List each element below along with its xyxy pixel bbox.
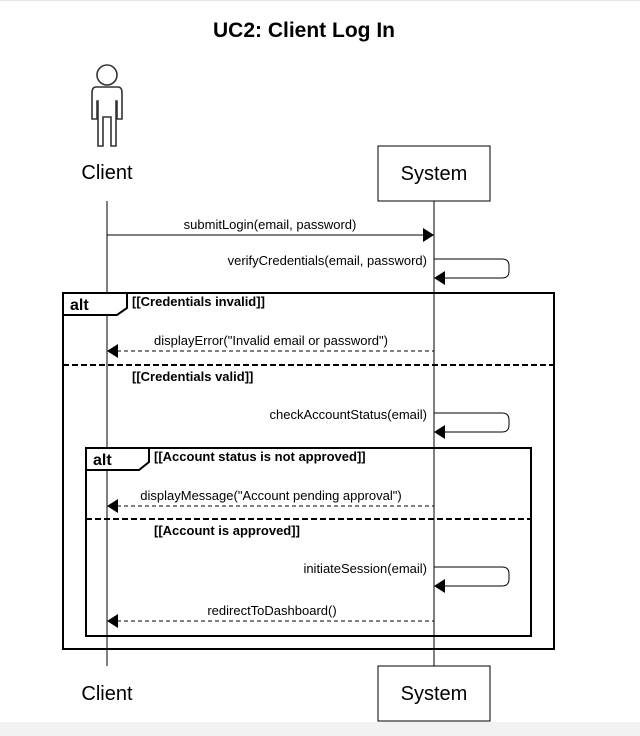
participant-system-top: System [401, 163, 468, 185]
arrowhead [434, 579, 445, 593]
guard-account-approved: [[Account is approved]] [154, 523, 300, 538]
arrowhead [434, 271, 445, 285]
message-label: displayMessage("Account pending approval… [140, 488, 401, 503]
alt-operator-outer: alt [70, 297, 89, 314]
diagram-title: UC2: Client Log In [213, 19, 395, 42]
alt-label-tab-outer [62, 292, 128, 316]
participant-system-bottom: System [401, 683, 468, 705]
alt-fragment-outer [62, 292, 555, 650]
alt-label-tab-inner [85, 447, 150, 471]
guard-credentials-invalid: [[Credentials invalid]] [132, 294, 265, 309]
guard-account-not-approved: [[Account status is not approved]] [154, 449, 366, 464]
participant-client-top: Client [81, 162, 133, 184]
arrowhead [107, 344, 118, 358]
participant-system-box-bottom [377, 665, 491, 722]
alt-operator-inner: alt [93, 452, 112, 469]
message-label: verifyCredentials(email, password) [228, 253, 427, 268]
message-label: submitLogin(email, password) [184, 217, 357, 232]
arrowhead [107, 614, 118, 628]
message-label: initiateSession(email) [303, 561, 427, 576]
alt-fragment-inner [85, 447, 532, 637]
participant-client-bottom: Client [81, 683, 133, 705]
message-label: redirectToDashboard() [207, 603, 336, 618]
self-message-arrow [434, 258, 510, 279]
arrowhead [434, 425, 445, 439]
self-message-arrow [434, 566, 510, 587]
guard-credentials-valid: [[Credentials valid]] [132, 369, 253, 384]
message-label: checkAccountStatus(email) [269, 407, 427, 422]
arrowhead [423, 228, 434, 242]
self-message-arrow [434, 412, 510, 433]
message-label: displayError("Invalid email or password"… [154, 333, 388, 348]
participant-system-box-top [377, 145, 491, 202]
actor-icon [91, 64, 123, 147]
arrowhead [107, 499, 118, 513]
